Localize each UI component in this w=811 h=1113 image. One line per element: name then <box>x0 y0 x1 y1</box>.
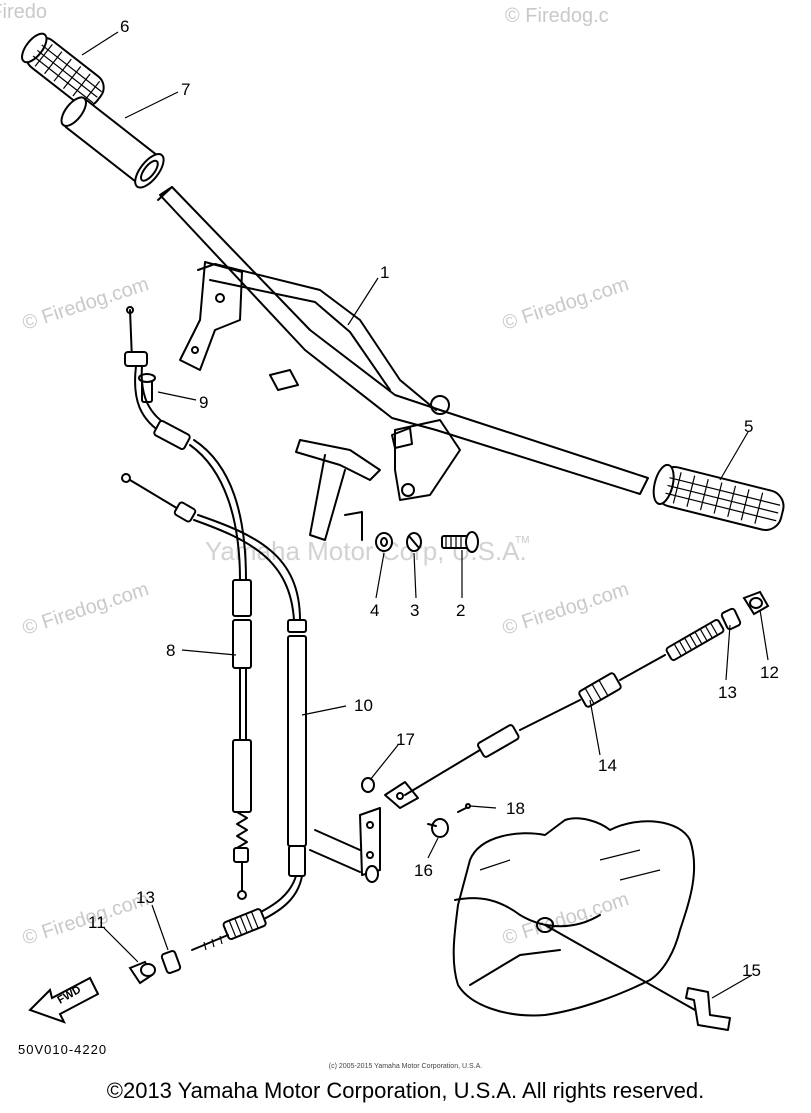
callout-7: 7 <box>181 80 190 99</box>
callout-13-left: 13 <box>136 888 155 907</box>
callout-18: 18 <box>506 799 525 818</box>
callout-11: 11 <box>88 913 106 932</box>
callout-6: 6 <box>120 17 129 36</box>
watermark-tile-6: © Firedog.com <box>500 888 632 950</box>
callout-9: 9 <box>199 393 208 412</box>
handlebar <box>157 186 649 541</box>
callout-13-right: 13 <box>718 683 737 702</box>
footer-copyright: ©2013 Yamaha Motor Corporation, U.S.A. A… <box>106 1078 705 1103</box>
watermark-tile-3: © Firedog.com <box>20 578 152 640</box>
left-grip <box>21 32 105 108</box>
throttle-grip <box>60 96 165 189</box>
fwd-arrow-icon: FWD <box>28 976 100 1024</box>
brake-lever-bracket <box>309 777 471 883</box>
watermark-top-right: © Firedog.c <box>505 5 609 27</box>
adjuster-13-right <box>720 607 742 631</box>
bracket-15 <box>685 987 731 1031</box>
callout-12: 12 <box>760 663 779 682</box>
cable-10 <box>121 473 307 951</box>
callout-10: 10 <box>354 696 373 715</box>
bolt-and-washers <box>375 531 479 553</box>
callout-8: 8 <box>166 641 175 660</box>
watermark-tile-1: © Firedog.com <box>20 273 152 335</box>
callout-14: 14 <box>598 756 617 775</box>
adjuster-13-left <box>160 950 182 974</box>
brake-cable-14 <box>404 619 725 796</box>
callout-3: 3 <box>410 601 419 620</box>
watermark-tile-4: © Firedog.com <box>500 578 632 640</box>
wing-nut-12 <box>742 590 770 616</box>
wing-nut-11 <box>128 960 156 985</box>
callout-4: 4 <box>370 601 379 620</box>
watermark-top-left: © Firedo <box>0 1 47 23</box>
watermark-tile-2: © Firedog.com <box>500 273 632 335</box>
right-grip <box>652 463 785 531</box>
callout-2: 2 <box>456 601 465 620</box>
callout-17: 17 <box>396 730 415 749</box>
watermark-tm: TM <box>515 535 529 546</box>
callout-16: 16 <box>414 861 433 880</box>
small-copyright: (c) 2005-2015 Yamaha Motor Corporation, … <box>328 1063 483 1070</box>
callout-5: 5 <box>744 417 753 436</box>
leader-lines <box>81 31 769 999</box>
callout-15: 15 <box>742 961 761 980</box>
engine-case <box>452 817 696 1017</box>
callout-numbers: 6 7 1 5 9 8 10 4 3 2 14 13 12 17 18 16 1… <box>88 17 779 980</box>
throttle-cable <box>124 306 252 900</box>
watermark-tile-5: © Firedog.com <box>20 888 152 950</box>
part-code: 50V010-4220 <box>18 1042 108 1057</box>
callout-1: 1 <box>380 263 389 282</box>
